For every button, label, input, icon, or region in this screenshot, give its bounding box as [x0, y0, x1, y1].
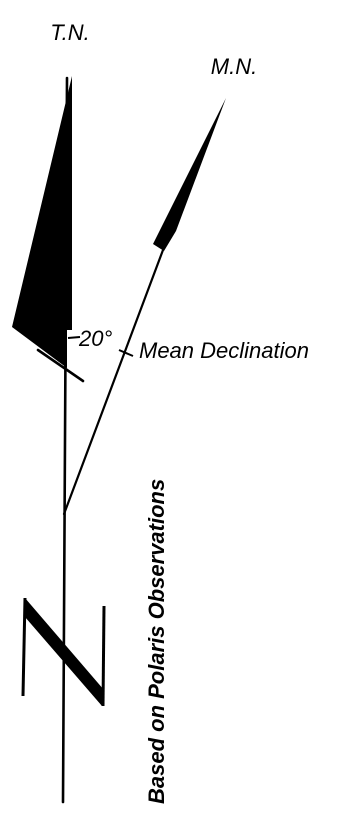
declination-arc [118, 349, 134, 357]
break-symbol [21, 597, 106, 707]
true-north-arrowhead [12, 76, 72, 368]
angle-label: 20° [78, 326, 112, 351]
mean-declination-label: Mean Declination [139, 338, 309, 363]
magnetic-north-arrowhead [153, 98, 226, 251]
break-diagonal [25, 598, 104, 706]
observation-note: Based on Polaris Observations [144, 479, 169, 804]
magnetic-north-line [62, 248, 165, 516]
angle-arc [67, 336, 81, 339]
true-north-label: T.N. [50, 20, 90, 45]
magnetic-north-label: M.N. [211, 54, 257, 79]
break-left-tick [21, 597, 27, 697]
arrowhead-tick [36, 348, 85, 383]
